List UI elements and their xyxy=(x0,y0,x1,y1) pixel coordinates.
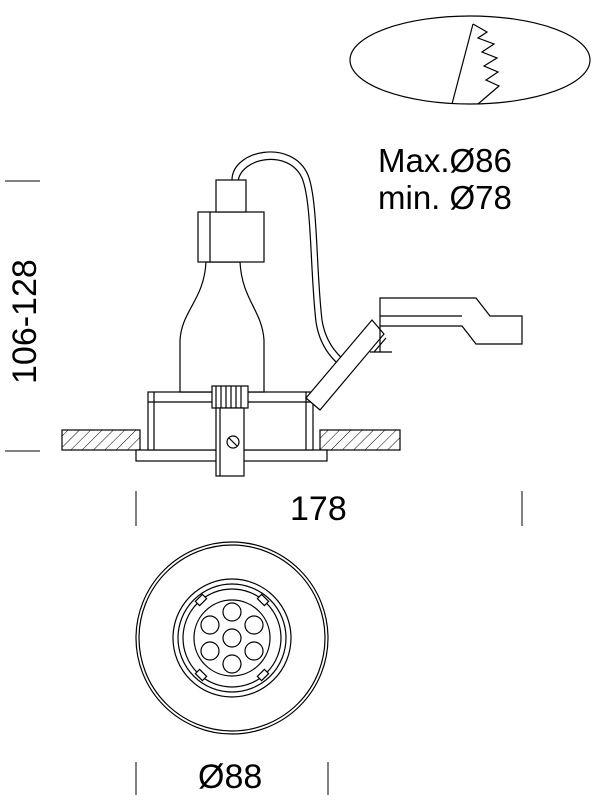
serrated-edge xyxy=(472,23,501,105)
overall-width-label: 178 xyxy=(290,490,347,528)
led xyxy=(222,602,242,622)
cutout-max-label: Max.Ø86 xyxy=(378,142,512,179)
led xyxy=(244,615,264,635)
height-range-label: 106-128 xyxy=(6,259,44,384)
led-array xyxy=(200,602,264,674)
led xyxy=(222,628,242,648)
cutout-detail xyxy=(349,15,591,105)
cut-line xyxy=(451,23,474,105)
front-diameter-label: Ø88 xyxy=(198,758,262,796)
clamp xyxy=(211,385,249,409)
cable-gland xyxy=(215,179,247,213)
led xyxy=(200,615,220,635)
ceiling-right xyxy=(319,429,401,451)
side-view xyxy=(61,151,523,477)
led xyxy=(200,641,220,661)
width-dimension xyxy=(135,491,523,526)
diameter-dimension xyxy=(135,762,329,795)
driver-box xyxy=(379,297,523,345)
cutout-min-label: min. Ø78 xyxy=(378,179,512,216)
led xyxy=(244,641,264,661)
spring-clip xyxy=(305,319,385,411)
height-dimension xyxy=(5,180,40,452)
ceiling-left xyxy=(61,429,141,451)
led xyxy=(222,654,242,674)
lamp-holder xyxy=(197,211,265,263)
cutout-ellipse xyxy=(349,15,591,105)
lamp-body xyxy=(179,261,265,393)
power-cable xyxy=(231,151,353,367)
front-view xyxy=(135,541,329,735)
